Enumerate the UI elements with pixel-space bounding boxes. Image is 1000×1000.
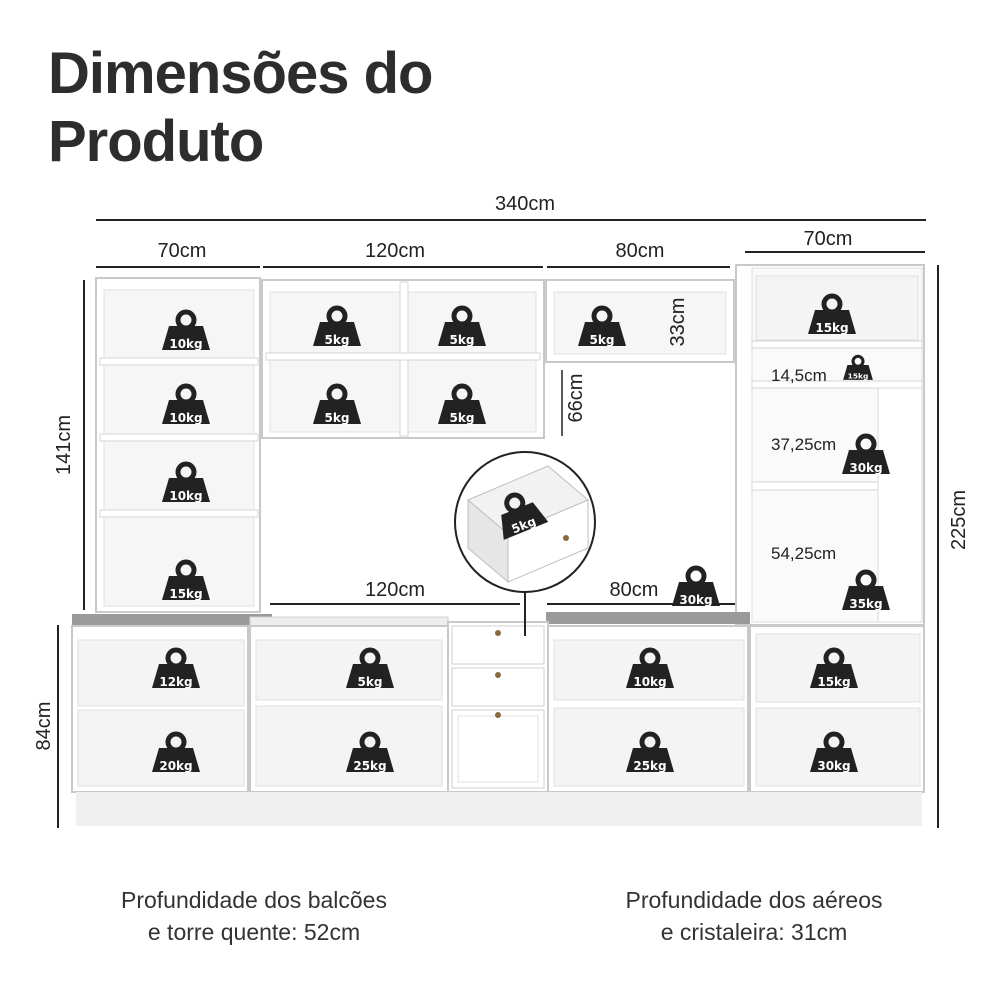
total-width-label: 340cm — [495, 193, 555, 215]
left-tower-width-label: 70cm — [158, 240, 207, 262]
footer-left-line-1: Profundidade dos balcões — [121, 887, 387, 913]
weight-icon-b7: 15kg — [810, 650, 858, 689]
upper-gap-label: 66cm — [565, 374, 587, 423]
footer-right-line-2: e cristaleira: 31cm — [660, 919, 848, 945]
weight-icon-b1: 12kg — [152, 650, 200, 689]
weight-icon-rt2: 15kg — [841, 354, 875, 382]
weight-icon-lt4: 15kg — [162, 562, 210, 601]
weight-icon-u2: 5kg — [438, 308, 486, 347]
svg-text:5kg: 5kg — [450, 411, 475, 425]
svg-text:30kg: 30kg — [817, 759, 850, 773]
weight-icon-lt3: 10kg — [162, 464, 210, 503]
svg-text:5kg: 5kg — [325, 411, 350, 425]
weight-icon-counter-right: 30kg — [672, 568, 720, 607]
weight-icon-u5: 5kg — [578, 308, 626, 347]
svg-text:5kg: 5kg — [450, 333, 475, 347]
upper-wide-width-label: 120cm — [365, 240, 425, 262]
drawer-detail-callout — [454, 451, 596, 636]
page-title: Dimensões do Produto — [48, 40, 433, 176]
svg-text:10kg: 10kg — [169, 411, 202, 425]
weight-icon-b5: 10kg — [626, 650, 674, 689]
title-line-2: Produto — [48, 109, 264, 174]
shelf-a-label: 14,5cm — [771, 366, 827, 385]
svg-text:5kg: 5kg — [358, 675, 383, 689]
base-height-label: 84cm — [33, 702, 55, 751]
svg-text:15kg: 15kg — [169, 587, 202, 601]
svg-text:15kg: 15kg — [848, 372, 869, 381]
svg-text:10kg: 10kg — [169, 337, 202, 351]
svg-text:12kg: 12kg — [159, 675, 192, 689]
svg-text:20kg: 20kg — [159, 759, 192, 773]
weight-icon-b4: 25kg — [346, 734, 394, 773]
weight-icon-rt3: 30kg — [842, 436, 890, 475]
svg-text:35kg: 35kg — [849, 597, 882, 611]
dimension-labels: 340cm 70cm 120cm 80cm 70cm 141cm 33cm 66… — [33, 193, 970, 750]
right-tower-width-label: 70cm — [804, 228, 853, 250]
upper-narrow-width-label: 80cm — [616, 240, 665, 262]
base-cabinets — [71, 621, 925, 826]
weight-icon-b3: 5kg — [346, 650, 394, 689]
svg-text:5kg: 5kg — [590, 333, 615, 347]
weight-icon-u1: 5kg — [313, 308, 361, 347]
dimension-lines — [57, 219, 939, 828]
right-tower — [735, 264, 925, 626]
svg-text:10kg: 10kg — [633, 675, 666, 689]
upper-niche — [545, 279, 735, 363]
shelf-b-label: 37,25cm — [771, 435, 836, 454]
svg-text:10kg: 10kg — [169, 489, 202, 503]
weight-icon-b2: 20kg — [152, 734, 200, 773]
weight-icon-rt4: 35kg — [842, 572, 890, 611]
title-line-1: Dimensões do — [48, 41, 433, 106]
countertops — [72, 612, 750, 628]
svg-text:30kg: 30kg — [849, 461, 882, 475]
weight-icon-lt1: 10kg — [162, 312, 210, 351]
weight-icon-u4: 5kg — [438, 386, 486, 425]
weight-icon-lt2: 10kg — [162, 386, 210, 425]
total-height-label: 225cm — [948, 490, 970, 550]
niche-height-label: 33cm — [667, 298, 689, 347]
svg-text:15kg: 15kg — [817, 675, 850, 689]
weight-icon-b6: 25kg — [626, 734, 674, 773]
svg-text:30kg: 30kg — [679, 593, 712, 607]
footer-left-line-2: e torre quente: 52cm — [147, 919, 361, 945]
counter-narrow-label: 80cm — [610, 579, 659, 601]
weight-icon-b8: 30kg — [810, 734, 858, 773]
shelf-c-label: 54,25cm — [771, 544, 836, 563]
left-height-label: 141cm — [53, 415, 75, 475]
svg-text:25kg: 25kg — [353, 759, 386, 773]
weight-icon-rt1: 15kg — [808, 296, 856, 335]
counter-wide-label: 120cm — [365, 579, 425, 601]
svg-text:25kg: 25kg — [633, 759, 666, 773]
weight-icon-u3: 5kg — [313, 386, 361, 425]
footer-left-depth-note: Profundidade dos balcões e torre quente:… — [74, 884, 434, 948]
svg-text:5kg: 5kg — [325, 333, 350, 347]
svg-text:15kg: 15kg — [815, 321, 848, 335]
upper-wide-cabinet — [261, 279, 545, 439]
footer-right-depth-note: Profundidade dos aéreos e cristaleira: 3… — [574, 884, 934, 948]
footer-right-line-1: Profundidade dos aéreos — [625, 887, 883, 913]
